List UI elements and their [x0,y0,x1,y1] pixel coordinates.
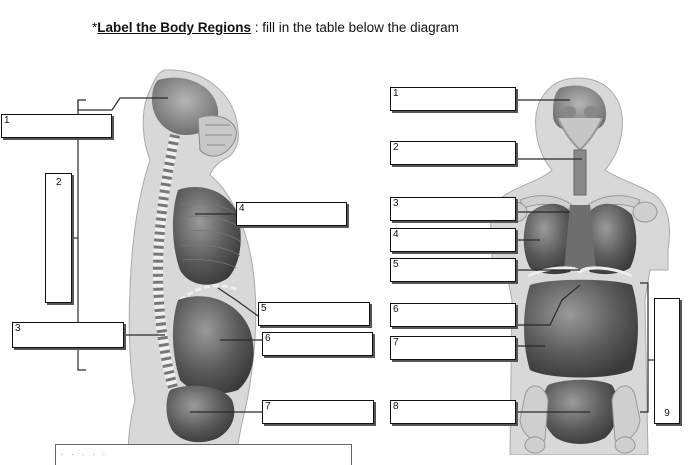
label-box-left-6[interactable]: 6 [262,332,373,356]
label-box-left-1[interactable]: 1 [1,114,112,138]
label-box-right-5[interactable]: 5 [390,258,516,282]
label-number: 2 [393,142,399,153]
heading-title: Label the Body Regions [97,20,252,35]
label-number: 3 [15,323,21,334]
label-number: 3 [393,198,399,209]
side-view-figure [127,69,257,455]
label-box-right-2[interactable]: 2 [390,141,516,165]
front-pelvic-bones [519,385,641,454]
front-abdominal-cavity [524,279,638,378]
right-leader-lines [516,99,654,413]
label-box-left-3[interactable]: 3 [12,322,124,348]
worksheet-heading: *Label the Body Regions : fill in the ta… [92,20,459,35]
heading-instructions: : fill in the table below the diagram [251,20,459,35]
label-number: 1 [393,88,399,99]
heading-asterisk: * [92,20,98,35]
label-box-right-7[interactable]: 7 [390,336,516,360]
side-pelvic-cavity [166,385,235,443]
body-regions-figure [72,69,670,455]
label-box-right-1[interactable]: 1 [390,87,516,111]
answer-table-header: . . . . . [61,448,109,457]
side-diaphragm [179,284,239,302]
side-thoracic-cavity [172,187,241,285]
label-number: 6 [393,304,399,315]
label-number: 8 [393,401,399,412]
label-box-left-7[interactable]: 7 [262,400,374,424]
side-abdominal-cavity [172,296,254,394]
label-number: 7 [393,337,399,348]
label-number: 5 [261,303,267,314]
label-number: 4 [393,229,399,240]
label-number: 4 [239,203,245,214]
side-ribs [179,202,242,269]
side-spine [152,134,180,397]
front-mediastinum [564,205,596,270]
label-box-right-3[interactable]: 3 [390,197,516,221]
label-number: 1 [4,115,10,126]
label-number: 7 [265,401,271,412]
label-number: 6 [265,333,271,344]
front-right-lung [585,203,637,275]
label-box-left-4[interactable]: 4 [236,202,347,226]
label-number: 9 [664,408,670,419]
label-number: 2 [56,177,62,188]
front-left-lung [523,203,575,275]
label-box-left-5[interactable]: 5 [258,302,370,326]
label-box-right-8[interactable]: 8 [390,400,516,424]
front-view-figure [490,77,670,455]
label-box-right-4[interactable]: 4 [390,228,516,252]
left-leader-lines [72,97,262,413]
side-skull-face [197,115,237,157]
front-neck-vertebrae [573,149,587,196]
label-number: 5 [393,259,399,270]
label-box-left-2[interactable]: 2 [45,173,72,303]
label-box-right-9[interactable]: 9 [654,298,680,424]
label-box-right-6[interactable]: 6 [390,303,516,327]
